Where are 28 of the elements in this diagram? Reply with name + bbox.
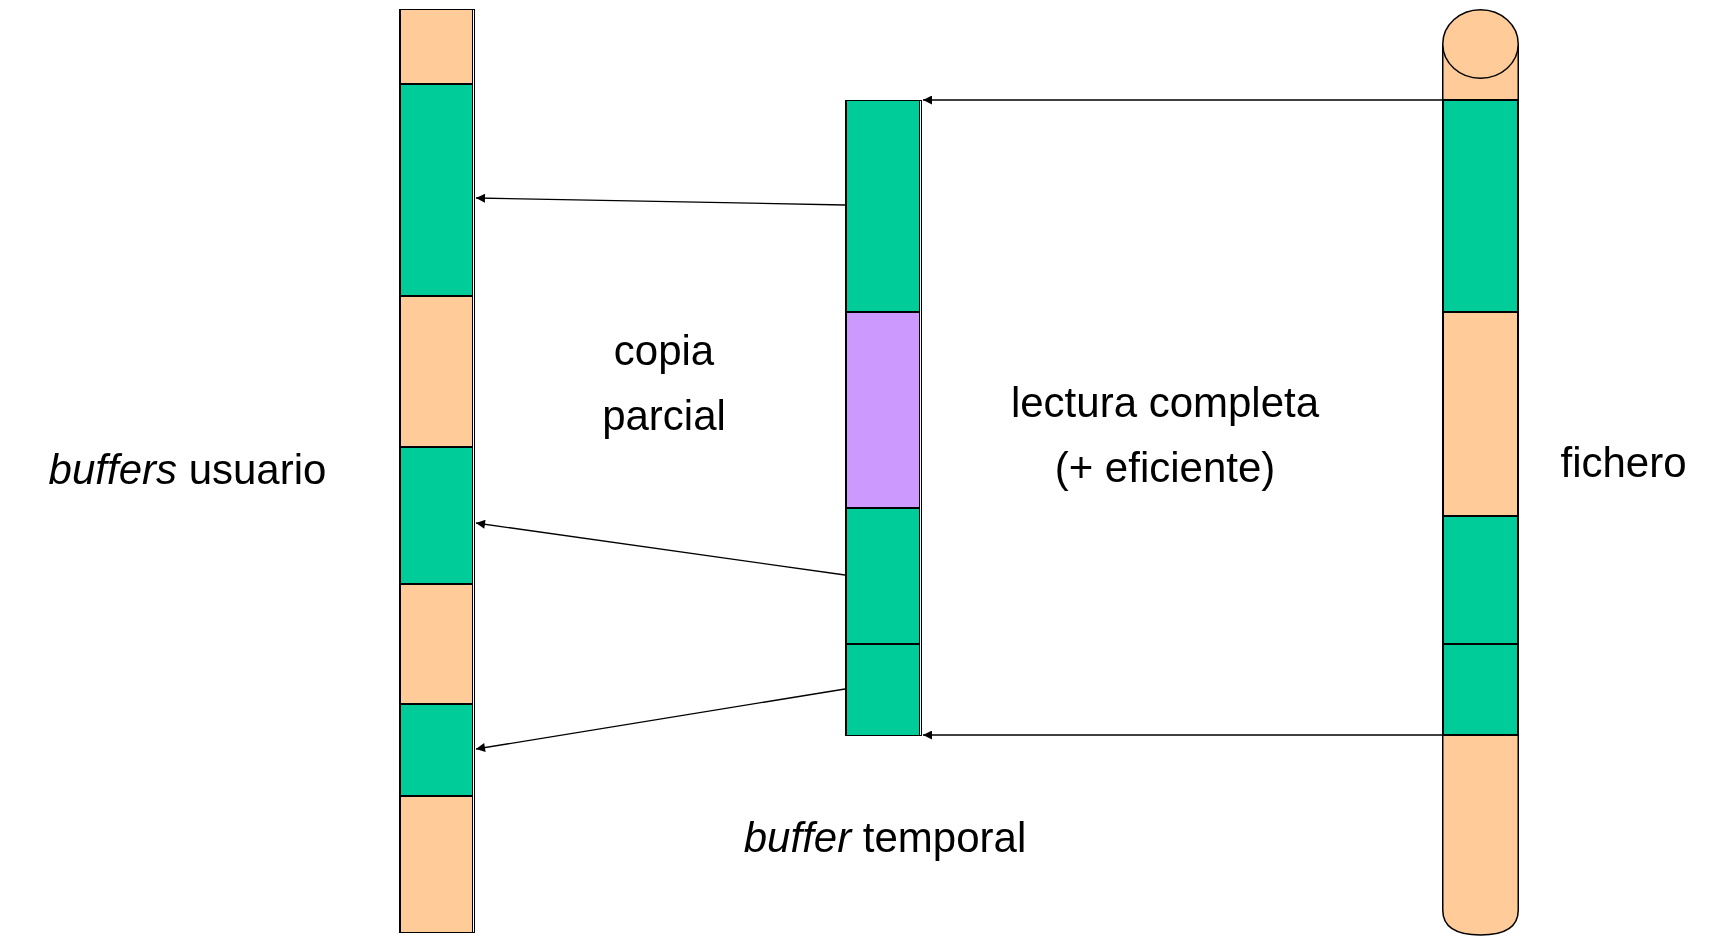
user-buffer-segment [400,795,473,933]
user-buffer-segment [400,446,473,584]
arrow [475,688,846,752]
file-segment [1443,516,1518,644]
file-segment [1443,312,1518,516]
buffer-column [399,9,475,933]
user-buffer-segment [400,83,473,296]
temp-buffer-segment [846,643,920,736]
arrow [922,730,1443,740]
user-buffer-segment [400,703,473,796]
arrow [922,95,1443,105]
temp-buffer-segment [846,311,920,508]
column-label: buffer temporal [742,813,1028,863]
temp-buffer-segment [846,507,920,644]
file-segment [1443,100,1518,312]
process-label: copia parcial [601,326,727,442]
user-buffer-segment [400,583,473,704]
temp-buffer-segment [846,99,920,312]
buffer-column [845,100,922,736]
user-buffer-segment [400,8,473,84]
column-label: fichero [1559,438,1688,488]
arrow [475,193,846,206]
column-label: buffers usuario [47,445,328,495]
file-cylinder [1442,9,1519,936]
process-label: lectura completa (+ eficiente) [1009,378,1321,494]
arrow [475,519,846,576]
file-segment [1443,644,1518,735]
user-buffer-segment [400,295,473,447]
